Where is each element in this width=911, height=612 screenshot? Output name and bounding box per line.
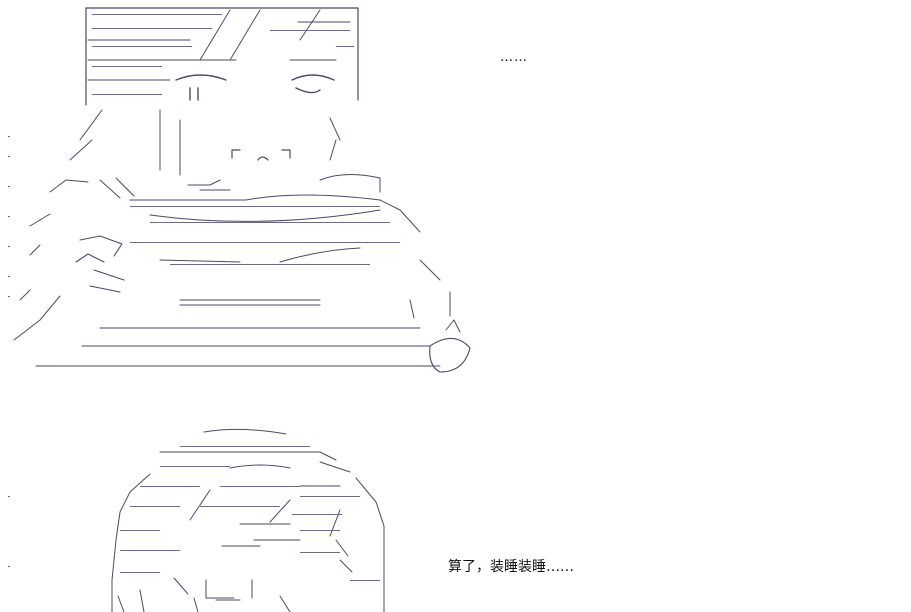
bottom-panel-dotted-texture: [120, 446, 380, 581]
margin-dots: [8, 136, 10, 567]
bottom-panel-character-art: [111, 428, 385, 612]
top-panel-dotted-texture: [92, 14, 400, 265]
dialogue-ellipsis: ……: [500, 50, 528, 65]
dialogue-caption: 算了，装睡装睡……: [448, 559, 574, 575]
top-panel-character-art: [13, 7, 471, 373]
